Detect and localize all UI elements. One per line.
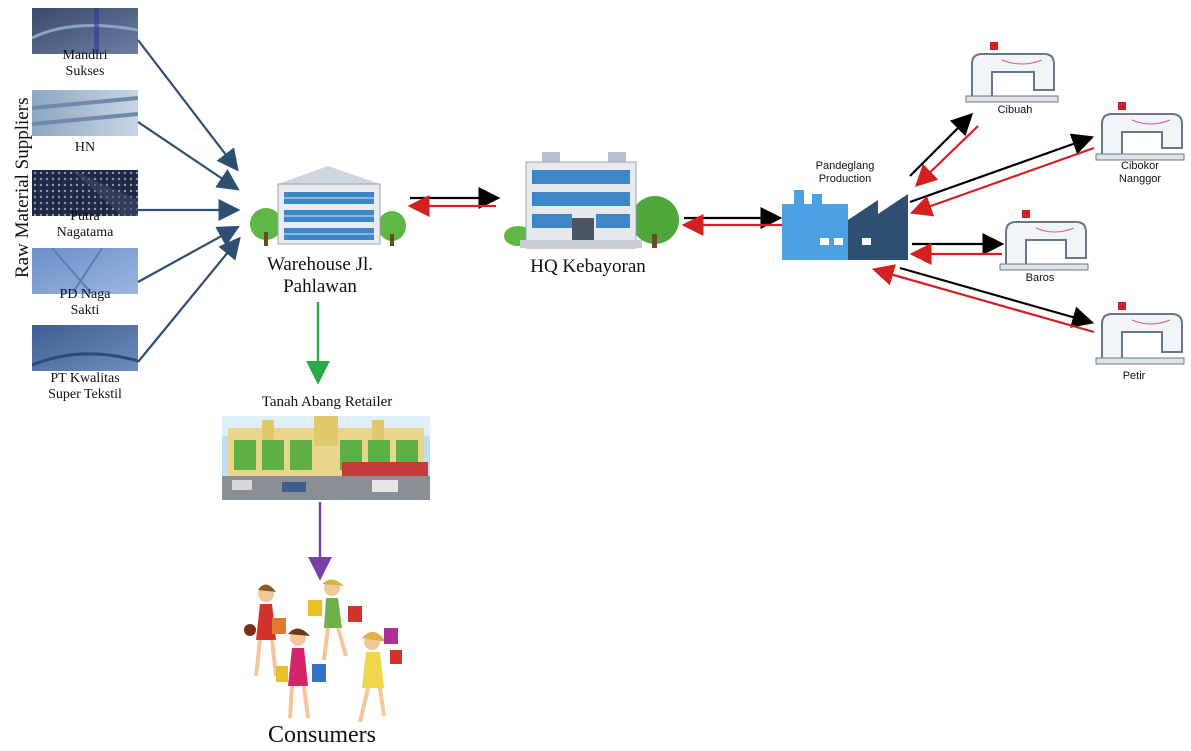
fabric-swatch-putra-nagatama bbox=[32, 170, 138, 216]
retailer-label: Tanah Abang Retailer bbox=[261, 394, 393, 410]
sewing-machine-icon-cibuah bbox=[965, 42, 1059, 103]
supplier-name-line1: PD Naga bbox=[59, 287, 111, 302]
supplier-label-mandiri-sukses: Mandiri Sukses bbox=[25, 48, 145, 80]
supplier-label-hn: HN bbox=[25, 140, 145, 156]
warehouse-label: Warehouse Jl. Pahlawan bbox=[240, 254, 400, 298]
arrow-cibuah-to-factory bbox=[914, 125, 979, 188]
supplier-name-line1: PT Kwalitas bbox=[50, 371, 120, 386]
supplier-name-line1: Putra bbox=[70, 209, 100, 224]
supplier-name-line2: Nagatama bbox=[56, 225, 114, 241]
warehouse-label-line2: Pahlawan bbox=[283, 275, 357, 297]
arrow-supplier-4-to-warehouse bbox=[137, 225, 240, 283]
arrow-factory-to-cibuah bbox=[909, 112, 974, 177]
supplier-label-pd-naga-sakti: PD Naga Sakti bbox=[25, 287, 145, 319]
arrow-supplier-1-to-warehouse bbox=[137, 39, 239, 172]
production-label-line2: Production bbox=[818, 172, 872, 185]
warehouse-building-icon bbox=[250, 166, 406, 246]
fabric-swatch-pd-naga-sakti bbox=[32, 248, 138, 294]
factory-icon bbox=[782, 190, 908, 260]
subcontractor-name: Cibuah bbox=[997, 104, 1033, 116]
sewing-machine-icon-petir bbox=[1095, 302, 1185, 365]
warehouse-label-line1: Warehouse Jl. bbox=[266, 254, 374, 275]
subcontractor-label-cibokor-nanggor: Cibokor Nanggor bbox=[1100, 160, 1180, 185]
subcontractor-name: Petir bbox=[1122, 370, 1146, 382]
sewing-machine-icon-baros bbox=[999, 210, 1089, 271]
hq-building-icon bbox=[504, 152, 679, 249]
sewing-machine-icon-cibokor-nanggor bbox=[1095, 102, 1185, 161]
subcontractor-name-line2: Nanggor bbox=[1118, 172, 1162, 185]
subcontractor-name-line1: Cibokor bbox=[1121, 160, 1159, 172]
arrow-factory-to-cibokor bbox=[909, 133, 1095, 204]
supplier-name-line1: HN bbox=[74, 140, 96, 155]
subcontractor-label-cibuah: Cibuah bbox=[980, 104, 1050, 117]
supplier-name-line2: Sakti bbox=[70, 303, 100, 319]
subcontractor-name: Baros bbox=[1025, 272, 1055, 284]
arrow-supplier-2-to-warehouse bbox=[137, 121, 240, 191]
arrow-factory-to-petir bbox=[899, 266, 1095, 328]
supplier-label-pt-kwalitas-super-tekstil: PT Kwalitas Super Tekstil bbox=[25, 371, 145, 403]
arrow-cibokor-to-factory bbox=[909, 146, 1095, 217]
consumers-illustration bbox=[244, 579, 402, 723]
consumers-label: Consumers bbox=[268, 722, 376, 748]
supplier-name-line2: Sukses bbox=[65, 64, 105, 80]
fabric-swatch-hn bbox=[32, 90, 138, 136]
arrow-supplier-5-to-warehouse bbox=[137, 236, 241, 363]
supplier-label-putra-nagatama: Putra Nagatama bbox=[25, 209, 145, 241]
hq-label: HQ Kebayoran bbox=[530, 256, 646, 277]
subcontractor-label-petir: Petir bbox=[1104, 370, 1164, 383]
supplier-name-line1: Mandiri bbox=[62, 48, 108, 63]
supplier-name-line2: Super Tekstil bbox=[48, 387, 122, 403]
fabric-swatch-pt-kwalitas-super-tekstil bbox=[32, 325, 138, 371]
fabric-swatch-mandiri-sukses bbox=[32, 8, 138, 54]
production-label-line1: Pandeglang bbox=[815, 160, 875, 172]
arrow-petir-to-factory bbox=[871, 264, 1095, 334]
retailer-building-image bbox=[222, 416, 430, 500]
production-label: Pandeglang Production bbox=[800, 160, 890, 185]
subcontractor-label-baros: Baros bbox=[1010, 272, 1070, 285]
